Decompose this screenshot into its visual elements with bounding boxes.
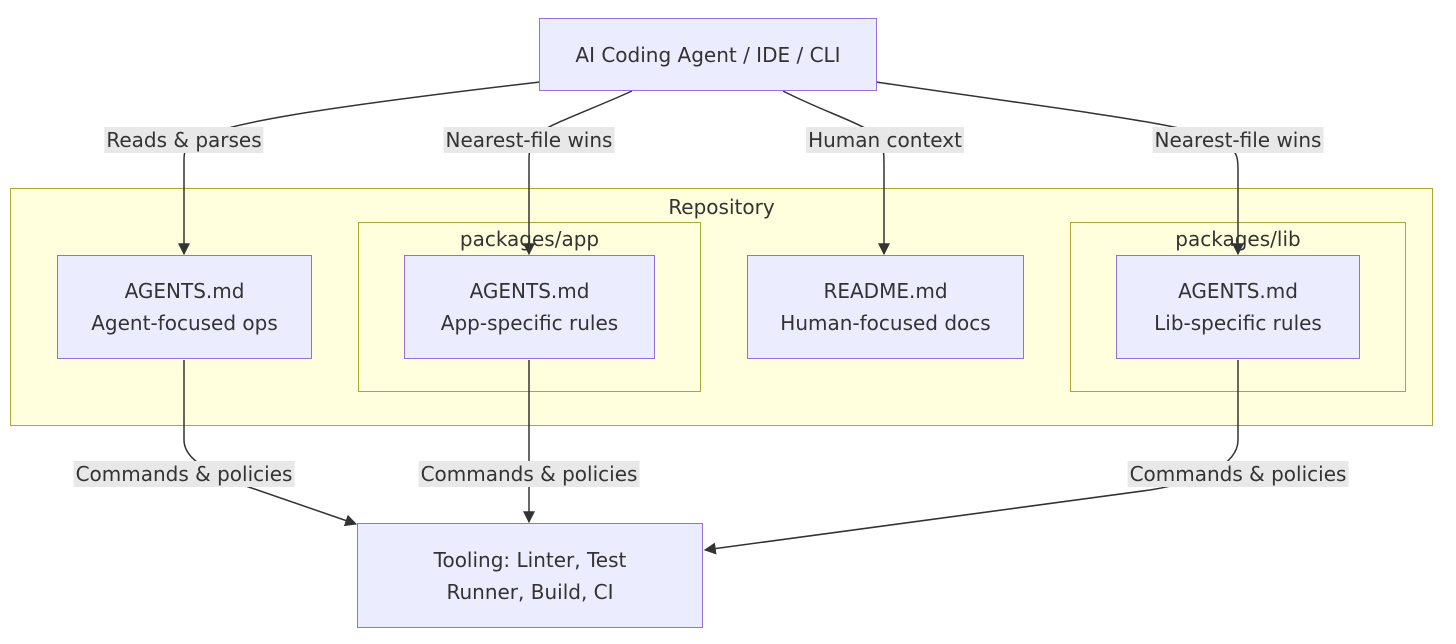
edge-label-cmd-app: Commands & policies: [418, 461, 640, 487]
lib-agents-md-node: AGENTS.md Lib-specific rules: [1116, 255, 1360, 359]
tooling-node: Tooling: Linter, Test Runner, Build, CI: [357, 523, 703, 628]
readme-md-desc: Human-focused docs: [780, 311, 991, 335]
edge-label-human-context: Human context: [806, 127, 964, 153]
edge-nearest-app: [523, 90, 633, 256]
tooling-line1: Tooling: Linter, Test: [433, 547, 627, 572]
edge-label-nearest-app: Nearest-file wins: [443, 127, 615, 153]
ai-coding-agent-label: AI Coding Agent / IDE / CLI: [575, 42, 841, 67]
edge-cmd-root: [183, 360, 358, 527]
edge-label-cmd-root: Commands & policies: [73, 461, 295, 487]
edge-nearest-lib: [875, 81, 1244, 256]
app-agents-md-desc: App-specific rules: [440, 311, 619, 335]
edge-cmd-lib: [703, 360, 1239, 555]
root-agents-md-desc: Agent-focused ops: [91, 311, 278, 335]
lib-agents-md-desc: Lib-specific rules: [1154, 311, 1322, 335]
edge-label-cmd-lib: Commands & policies: [1127, 461, 1349, 487]
edge-label-nearest-lib: Nearest-file wins: [1152, 127, 1324, 153]
repository-title: Repository: [668, 195, 775, 219]
lib-agents-md-title: AGENTS.md: [1178, 279, 1298, 303]
edge-label-reads-parses: Reads & parses: [104, 127, 264, 153]
ai-coding-agent-node: AI Coding Agent / IDE / CLI: [539, 18, 877, 91]
readme-md-title: README.md: [823, 279, 948, 303]
readme-md-node: README.md Human-focused docs: [747, 255, 1024, 359]
edge-human-context: [782, 90, 890, 256]
edge-reads-parses: [178, 81, 541, 256]
app-agents-md-node: AGENTS.md App-specific rules: [404, 255, 655, 359]
tooling-line2: Runner, Build, CI: [446, 579, 614, 604]
root-agents-md-title: AGENTS.md: [124, 279, 245, 303]
root-agents-md-node: AGENTS.md Agent-focused ops: [57, 255, 312, 359]
app-agents-md-title: AGENTS.md: [469, 279, 590, 303]
